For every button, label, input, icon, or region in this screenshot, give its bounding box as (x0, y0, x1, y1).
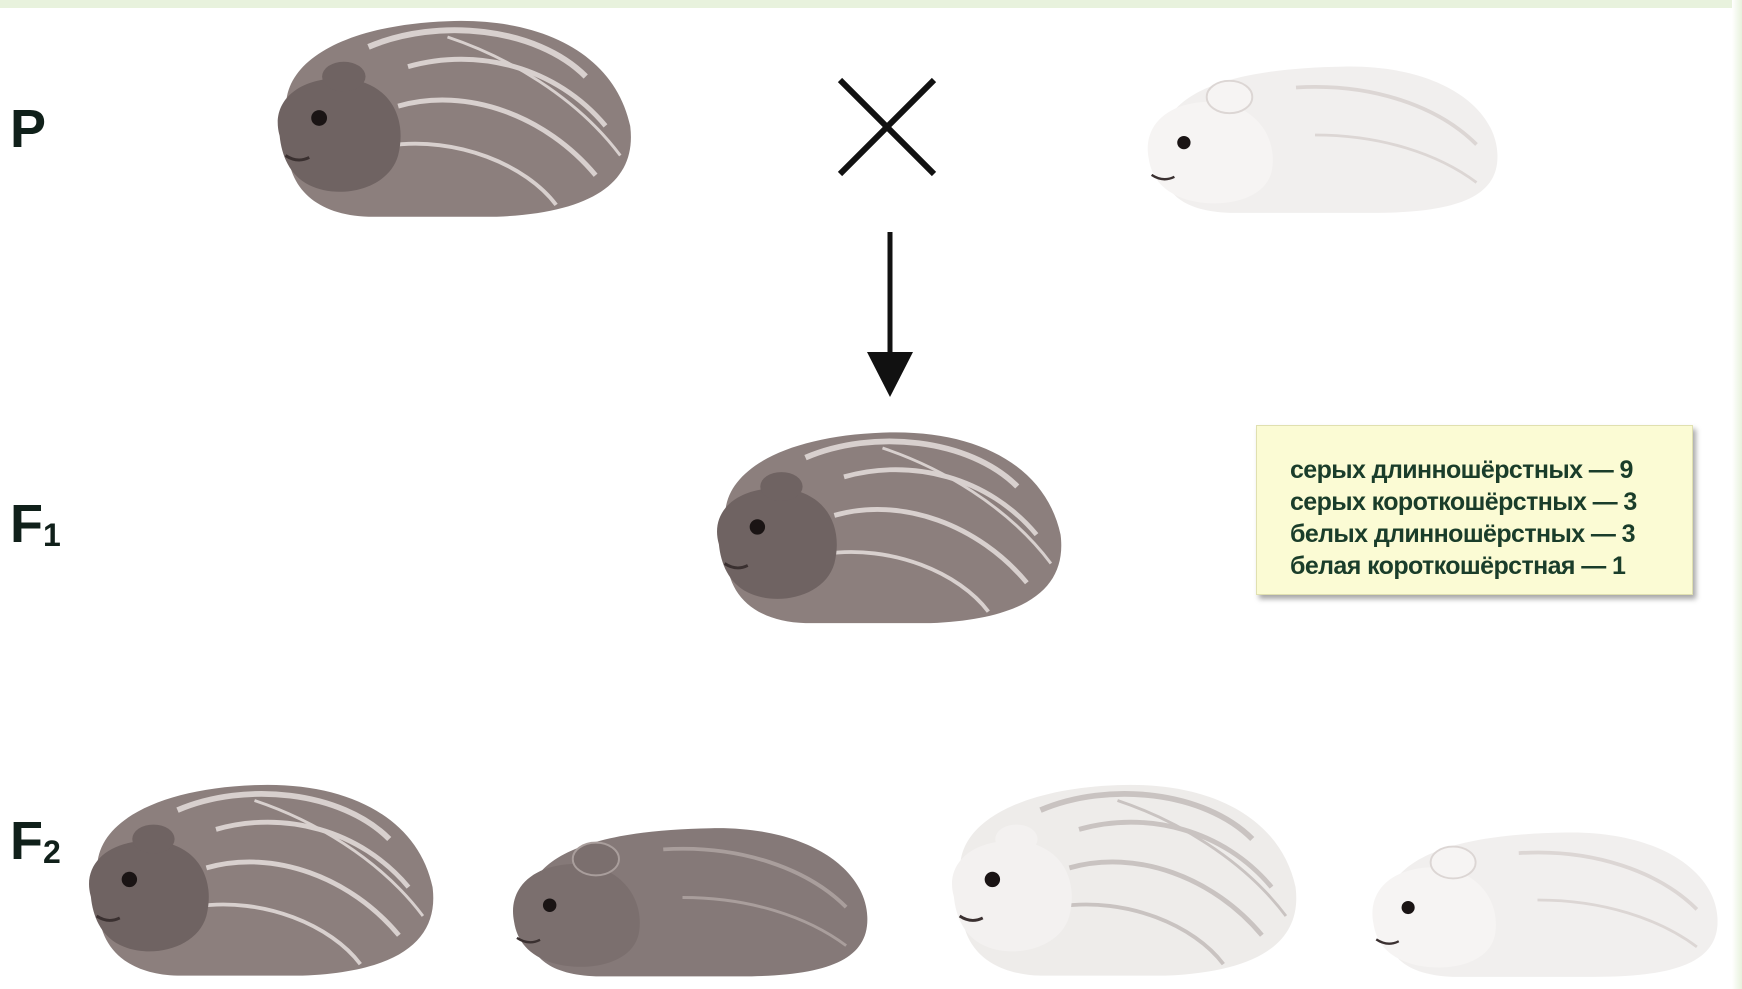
f2-index: 2 (43, 834, 61, 870)
f2-letter: F (10, 811, 43, 871)
result-row: белая короткошёрстная — 1 (1290, 550, 1692, 582)
f1-index: 1 (43, 517, 61, 553)
f1-gray-long-hair-guinea-pig (690, 415, 1075, 635)
result-row: серых длинношёрстных — 9 (1290, 454, 1692, 486)
parent-gray-long-hair-guinea-pig (250, 6, 645, 226)
result-row: белых длинношёрстных — 3 (1290, 518, 1692, 550)
f1-generation-label: F1 (10, 497, 61, 551)
down-arrow-icon (865, 232, 915, 402)
result-row: серых короткошёрстных — 3 (1290, 486, 1692, 518)
f2-gray-short-hair-guinea-pig (490, 810, 875, 985)
right-border (1732, 0, 1742, 989)
f2-generation-label: F2 (10, 814, 61, 868)
f2-gray-long-hair-guinea-pig (62, 770, 447, 985)
cross-symbol-icon (832, 72, 942, 182)
f2-white-short-hair-guinea-pig (1350, 815, 1725, 985)
f1-letter: F (10, 494, 43, 554)
f2-white-long-hair-guinea-pig (925, 770, 1310, 985)
parent-white-short-hair-guinea-pig (1125, 45, 1505, 225)
parent-generation-label: P (10, 102, 46, 156)
f2-results-box: серых длинношёрстных — 9 серых короткошё… (1256, 425, 1693, 595)
